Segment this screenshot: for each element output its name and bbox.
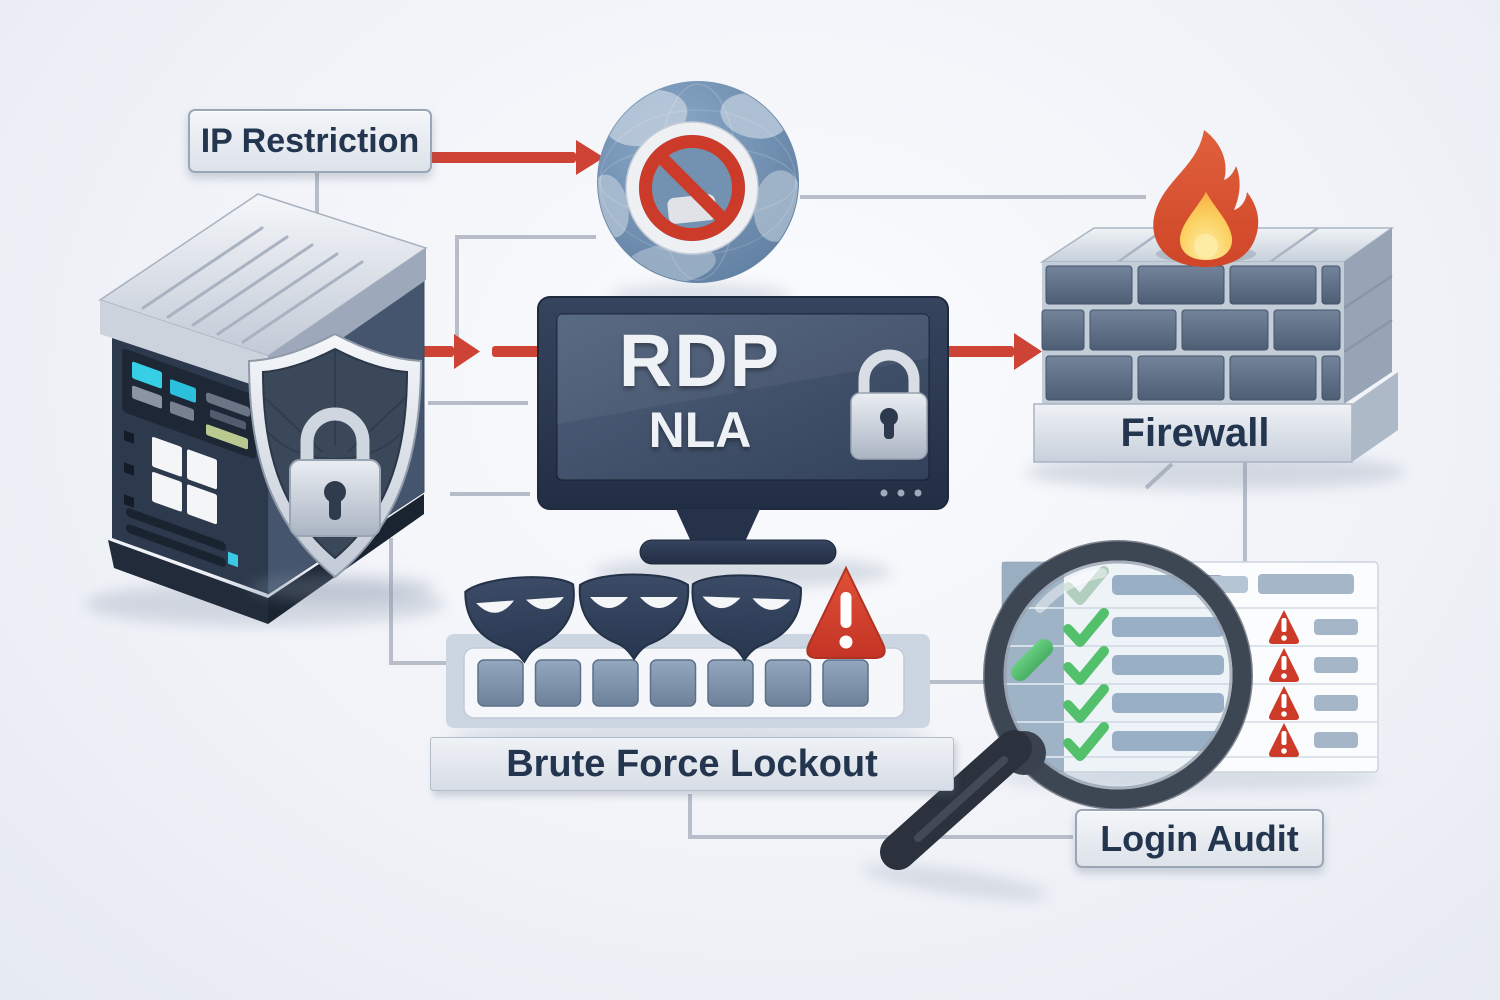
magnifier-handle xyxy=(880,730,1046,870)
lens-glass xyxy=(1006,563,1230,787)
shield-lock-icon xyxy=(247,332,434,602)
arrow-ip-to-globe xyxy=(430,140,604,175)
wall-bricks xyxy=(1041,265,1341,401)
monitor-icon xyxy=(537,296,949,588)
globe-blocked-icon xyxy=(597,81,799,309)
password-slots-icon xyxy=(477,659,869,707)
checkmark-icon xyxy=(1010,638,1054,682)
checkmark-icon xyxy=(1063,608,1109,647)
firewall-brick-wall-icon xyxy=(1025,130,1405,490)
arrow-monitor-to-firewall xyxy=(944,333,1042,370)
led-cyan-1 xyxy=(132,361,162,389)
windows-logo-icon xyxy=(152,436,217,525)
firewall-label: Firewall xyxy=(1120,410,1270,455)
led-cyan-2 xyxy=(170,379,196,403)
no-entry-badge-icon xyxy=(625,121,759,255)
monitor-screen-title: RDP xyxy=(618,318,782,402)
arrow-shield-to-monitor xyxy=(414,334,542,369)
led-green-bar xyxy=(206,424,248,450)
server-lid-grooves xyxy=(141,226,364,344)
shield-padlock-icon xyxy=(289,407,381,537)
audit-row-dividers xyxy=(1002,607,1378,758)
monitor-screen-subtitle: NLA xyxy=(648,402,752,458)
checkmark-icon xyxy=(1063,646,1109,685)
screen-padlock-icon xyxy=(850,349,928,460)
brute-force-lockout-label: Brute Force Lockout xyxy=(430,737,954,791)
checkmark-icon xyxy=(1063,566,1109,605)
magnifier-icon xyxy=(860,540,1253,900)
attacker-mask-icon xyxy=(578,573,690,661)
server-front-panel xyxy=(122,348,256,568)
led-cyan-small xyxy=(228,551,238,568)
connector-globe-elbow xyxy=(455,235,596,345)
attacker-mask-icon xyxy=(691,574,802,662)
audit-warning-rows xyxy=(1192,574,1358,757)
ip-restriction-label: IP Restriction xyxy=(188,109,432,173)
checkmark-icon xyxy=(1063,722,1109,761)
checkmark-icon xyxy=(1063,684,1109,723)
flame-icon xyxy=(1153,130,1259,267)
attacker-mask-icon xyxy=(464,576,575,664)
brute-force-group xyxy=(446,565,930,750)
connector-brute-to-login xyxy=(688,794,1073,839)
warning-triangle-icon xyxy=(806,565,886,659)
lens-rim xyxy=(984,541,1252,809)
login-audit-label: Login Audit xyxy=(1075,809,1324,868)
